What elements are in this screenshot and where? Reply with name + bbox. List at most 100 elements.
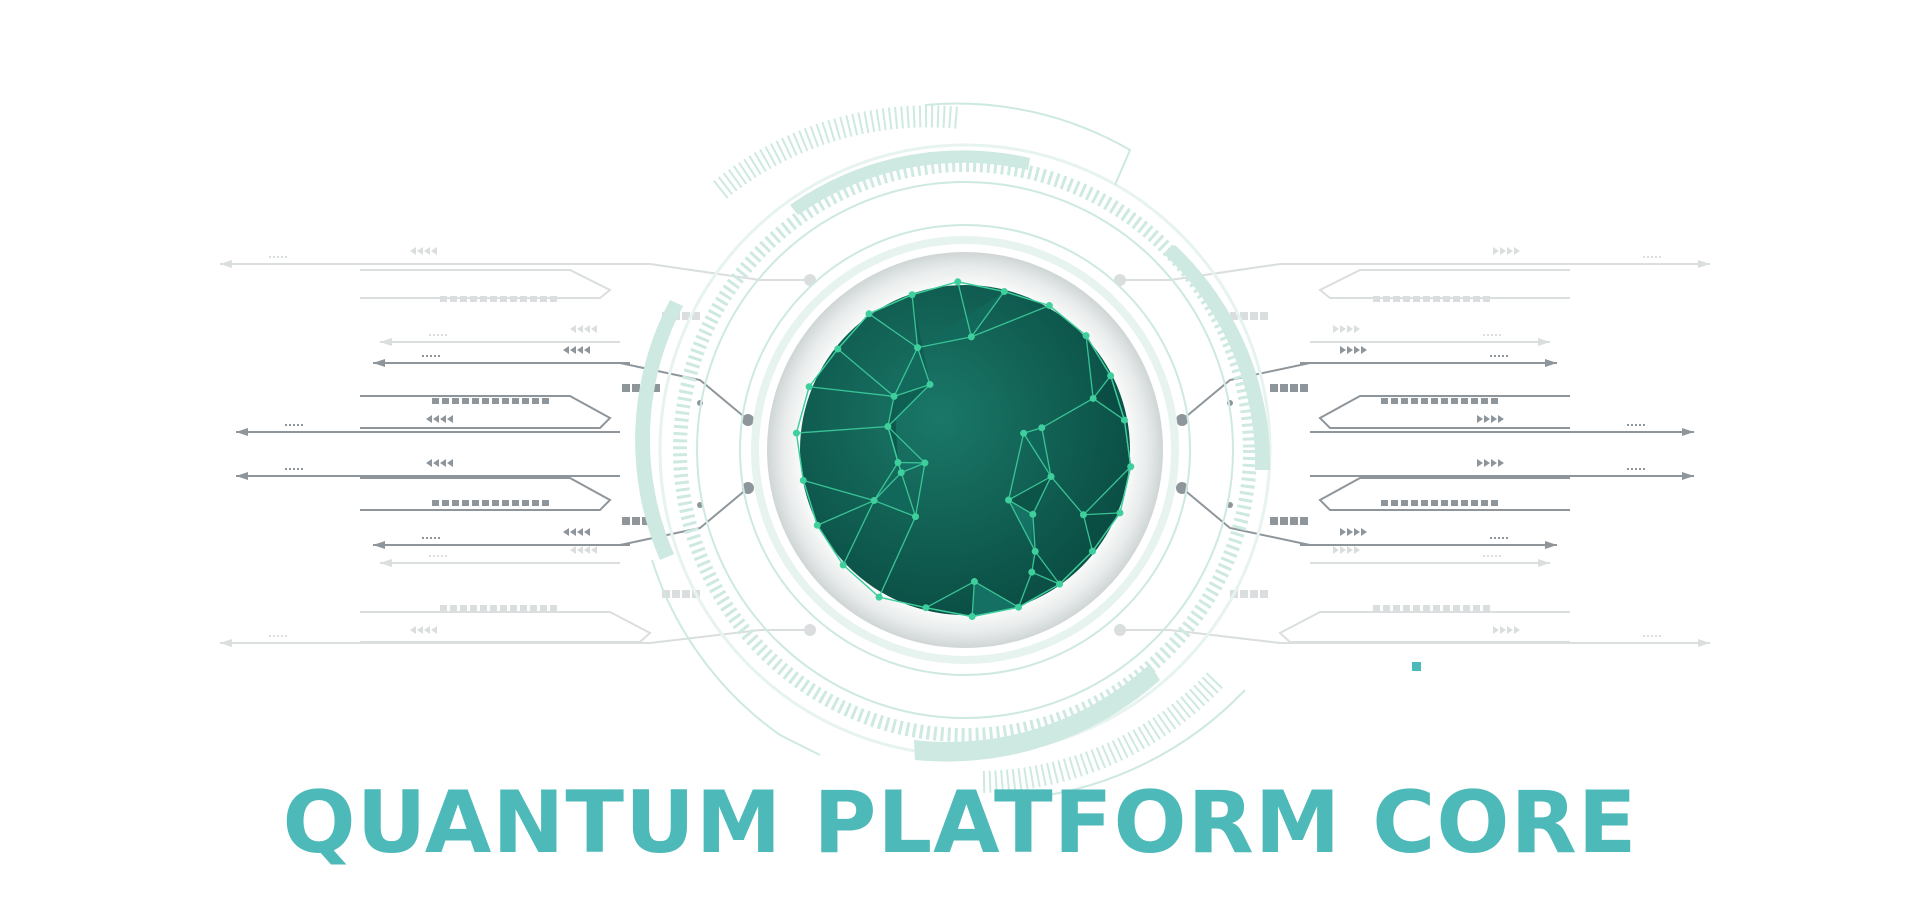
outer-ring-thin — [696, 181, 1234, 719]
circuit-block — [1230, 312, 1238, 320]
circuit-dot — [1655, 635, 1657, 637]
circuit-frame — [1278, 611, 1570, 643]
globe-facet — [1008, 476, 1052, 515]
circuit-bar-segment — [520, 605, 527, 611]
circuit-bar-segment — [432, 500, 439, 506]
circuit-chevron — [426, 459, 432, 467]
circuit-dot — [437, 555, 439, 557]
circuit-chevron — [1498, 415, 1504, 423]
circuit-arrowhead — [1538, 338, 1550, 346]
circuit-bar-segment — [450, 296, 457, 302]
circuit-trace — [1120, 629, 1281, 644]
circuit-frame — [1318, 395, 1570, 429]
circuit-bar-segment — [510, 296, 517, 302]
network-node — [1120, 416, 1128, 424]
circuit-bar-segment — [550, 296, 557, 302]
circuit-frame — [1318, 477, 1570, 511]
network-edge — [1032, 476, 1052, 515]
circuit-chevron — [1493, 247, 1499, 255]
network-edge — [1050, 476, 1084, 516]
circuit-dot — [1643, 635, 1645, 637]
network-node — [1047, 473, 1055, 481]
network-node — [894, 458, 902, 466]
network-edge — [1031, 571, 1060, 585]
ring-arc-left-outline — [651, 559, 821, 756]
circuit-chevron — [1347, 546, 1353, 554]
circuit-frame — [360, 477, 612, 511]
network-edge — [795, 386, 810, 434]
network-edge — [925, 580, 975, 609]
circuit-bar-segment — [472, 500, 479, 506]
circuit-arrowhead — [236, 472, 248, 480]
circuit-chevron — [584, 546, 590, 554]
circuit-dot — [301, 424, 303, 426]
circuit-chevron — [570, 546, 576, 554]
network-edge — [887, 396, 895, 427]
circuit-block — [642, 517, 650, 525]
globe-facet — [1083, 512, 1120, 552]
circuit-chevron — [424, 626, 430, 634]
circuit-chevron — [1340, 325, 1346, 333]
network-edge — [925, 607, 973, 618]
network-edge — [971, 581, 976, 617]
circuit-dot — [1627, 468, 1629, 470]
circuit-bar-segment — [432, 398, 439, 404]
circuit-bar-segment — [530, 605, 537, 611]
network-edge — [1119, 466, 1132, 514]
circuit-bar-segment — [1403, 296, 1410, 302]
circuit-arrowhead — [220, 639, 232, 647]
network-edge — [1092, 375, 1112, 399]
circuit-dot — [1643, 256, 1645, 258]
circuit-bar-segment — [530, 296, 537, 302]
circuit-bar-segment — [1413, 296, 1420, 302]
network-node — [1079, 511, 1087, 519]
circuit-bar-segment — [462, 500, 469, 506]
circuit-dot — [1643, 424, 1645, 426]
circuit-chevron — [1333, 325, 1339, 333]
network-edge — [795, 432, 804, 481]
circuit-bar-segment — [1431, 398, 1438, 404]
circuit-bar-segment — [500, 296, 507, 302]
circuit-arrowhead — [1682, 428, 1694, 436]
circuit-chevron — [1354, 346, 1360, 354]
circuit-bar-segment — [480, 605, 487, 611]
circuit-dot — [269, 256, 271, 258]
circuit-bar-segment — [532, 500, 539, 506]
circuit-bar-segment — [1473, 296, 1480, 302]
network-node — [897, 469, 905, 477]
circuit-bar-segment — [1463, 605, 1470, 611]
circuit-bar-segment — [540, 296, 547, 302]
circuit-dot — [273, 635, 275, 637]
network-edge — [1008, 475, 1052, 501]
outer-ring-dashed — [673, 158, 1257, 742]
network-node — [1029, 510, 1037, 518]
network-edge — [842, 500, 875, 566]
circuit-dot — [285, 468, 287, 470]
circuit-bar-segment — [532, 398, 539, 404]
circuit-arrowhead — [380, 338, 392, 346]
network-edge — [1034, 550, 1061, 585]
circuit-chevron — [591, 546, 597, 554]
circuit-dot — [301, 468, 303, 470]
network-edge — [809, 386, 895, 398]
circuit-dot — [445, 555, 447, 557]
circuit-block — [682, 590, 690, 598]
network-edge — [1085, 335, 1094, 399]
circuit-bar-segment — [1461, 398, 1468, 404]
circuit-bar-segment — [482, 398, 489, 404]
network-node — [792, 429, 800, 437]
network-edge — [1018, 583, 1060, 608]
circuit-dot — [285, 635, 287, 637]
circuit-chevron — [1354, 325, 1360, 333]
circuit-bar-segment — [1491, 398, 1498, 404]
globe-facet — [894, 347, 930, 397]
network-edge — [802, 480, 818, 526]
network-node — [1056, 580, 1064, 588]
network-edge — [1041, 427, 1052, 477]
circuit-dot — [1495, 555, 1497, 557]
circuit-bar-segment — [450, 605, 457, 611]
network-node — [926, 380, 934, 388]
circuit-dot — [441, 555, 443, 557]
network-edge — [957, 281, 972, 338]
